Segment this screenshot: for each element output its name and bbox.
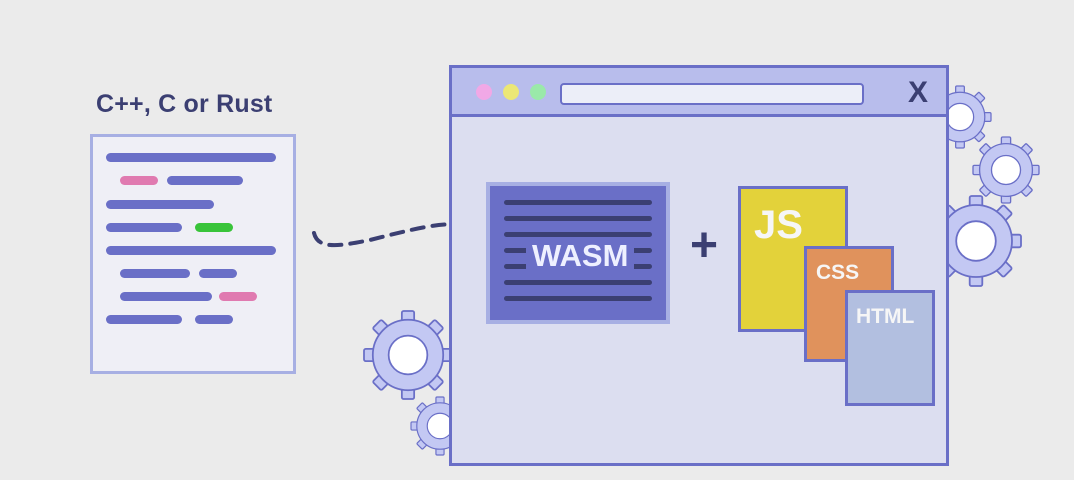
wasm-module: WASM	[486, 182, 670, 324]
code-line	[106, 200, 214, 209]
code-line	[195, 223, 233, 232]
code-line	[106, 246, 276, 255]
code-line	[106, 223, 182, 232]
css-file-label: CSS	[816, 261, 860, 284]
code-line	[106, 153, 276, 162]
window-dot-green[interactable]	[530, 84, 546, 100]
close-button[interactable]: X	[907, 76, 928, 109]
code-line	[199, 269, 237, 278]
code-line	[120, 269, 190, 278]
plus-sign: +	[690, 219, 719, 272]
browser-titlebar: X	[452, 68, 946, 117]
html-file: HTML	[845, 290, 935, 406]
code-line	[195, 315, 233, 324]
window-dot-pink[interactable]	[476, 84, 492, 100]
gear-icon	[363, 310, 453, 400]
address-bar[interactable]	[560, 83, 864, 105]
source-code-document	[90, 134, 296, 374]
gear-icon	[972, 136, 1040, 204]
js-file-label: JS	[754, 203, 803, 247]
code-line	[167, 176, 243, 185]
code-line	[120, 176, 158, 185]
browser-window: X WASM + JS CSS HTML	[449, 65, 949, 466]
code-line	[106, 315, 182, 324]
code-line	[219, 292, 257, 301]
wasm-line	[504, 280, 652, 285]
wasm-line	[504, 200, 652, 205]
wasm-line	[504, 232, 652, 237]
window-dot-yellow[interactable]	[503, 84, 519, 100]
wasm-line	[504, 216, 652, 221]
html-file-label: HTML	[856, 305, 915, 328]
code-line	[120, 292, 212, 301]
wasm-line	[504, 296, 652, 301]
source-languages-title: C++, C or Rust	[96, 90, 273, 118]
wasm-label: WASM	[526, 238, 635, 274]
